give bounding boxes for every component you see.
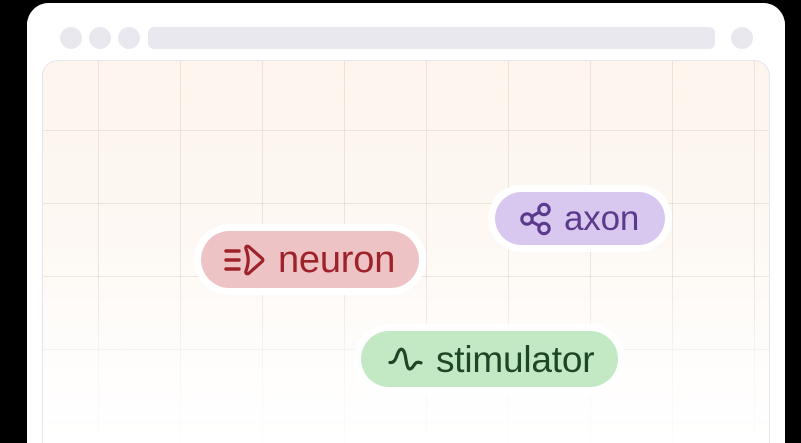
- tag-axon[interactable]: axon: [495, 192, 666, 245]
- window-close-dot[interactable]: [60, 27, 82, 49]
- browser-window: neuron axon: [27, 3, 785, 443]
- browser-menu-button[interactable]: [731, 27, 753, 49]
- tag-axon-label: axon: [564, 199, 640, 238]
- address-bar[interactable]: [148, 27, 715, 49]
- tag-neuron[interactable]: neuron: [201, 231, 420, 288]
- tag-stimulator-label: stimulator: [436, 338, 595, 380]
- pulse-wave-icon: [387, 342, 425, 376]
- window-minimize-dot[interactable]: [89, 27, 111, 49]
- tag-neuron-label: neuron: [278, 238, 396, 281]
- window-maximize-dot[interactable]: [118, 27, 140, 49]
- tag-canvas: neuron axon: [42, 60, 770, 443]
- tag-stimulator[interactable]: stimulator: [361, 331, 619, 387]
- browser-title-bar: [27, 3, 785, 60]
- send-lines-icon: [223, 243, 265, 277]
- share-nodes-icon: [519, 202, 553, 236]
